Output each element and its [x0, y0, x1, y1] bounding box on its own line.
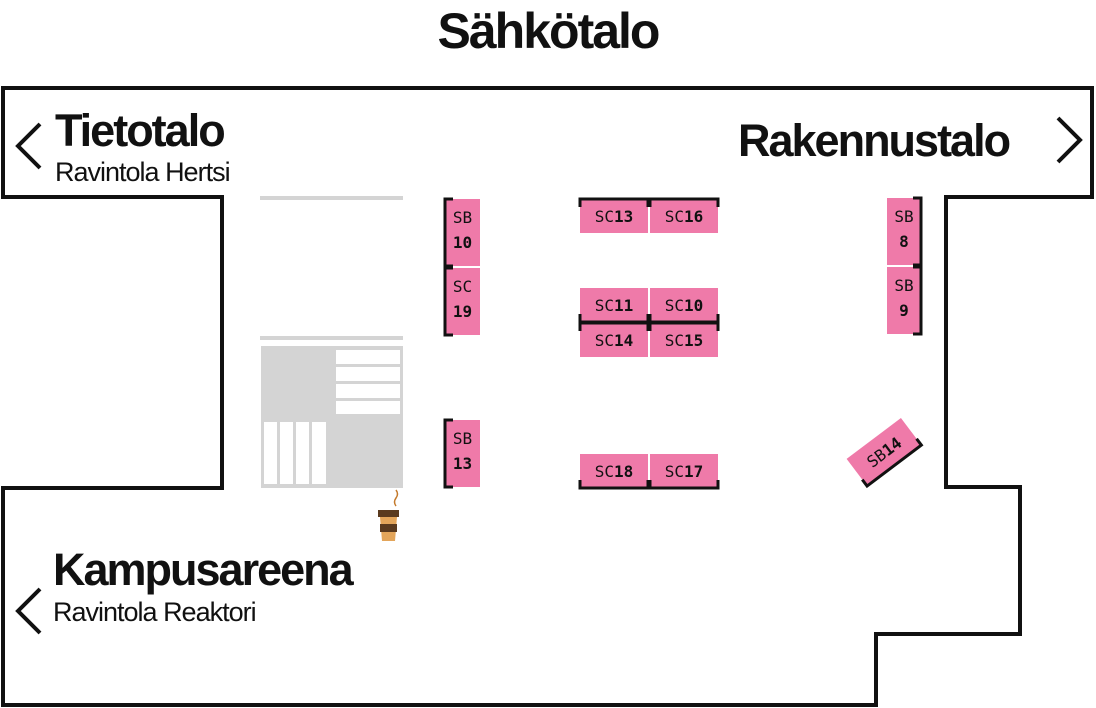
booth-wall	[578, 197, 650, 207]
coffee-cup-icon	[378, 489, 399, 541]
booth-number: 19	[453, 302, 472, 321]
booth-prefix: SC	[665, 296, 684, 315]
building-outline	[1, 86, 1094, 707]
booth-fill	[445, 268, 480, 335]
booth-label: SC16	[665, 207, 704, 226]
booth-number: 16	[684, 207, 703, 226]
booth-number: 14	[614, 331, 633, 350]
booth-sb-10[interactable]: SB 10	[443, 197, 480, 268]
booth-number: 13	[453, 454, 472, 473]
map-title: Sähkötalo	[437, 3, 661, 59]
booth-wall	[443, 266, 453, 337]
booth-fill	[580, 323, 648, 357]
booth-number: 15	[684, 331, 703, 350]
booth-prefix: SB	[894, 276, 913, 295]
booth-wall	[578, 321, 650, 331]
booth-prefix: SB	[453, 208, 472, 227]
rakennustalo-arrow-icon[interactable]	[1056, 116, 1083, 164]
booth-wall	[443, 418, 453, 489]
booth-number: 10	[684, 296, 703, 315]
booth-fill	[580, 288, 648, 322]
booth-prefix: SC	[595, 462, 614, 481]
booth-sc-18[interactable]: SC18	[578, 454, 650, 490]
booth-wall	[443, 197, 453, 268]
booth-fill	[580, 454, 648, 488]
booth-fill	[650, 454, 718, 488]
booth-wall	[861, 437, 924, 489]
booth-label: SC11	[595, 296, 634, 315]
booth-wall	[648, 321, 720, 331]
booth-prefix: SB	[894, 207, 913, 226]
booth-label: SC14	[595, 331, 634, 350]
booth-prefix: SB	[453, 429, 472, 448]
booth-fill	[445, 420, 480, 487]
booth-wall	[578, 480, 650, 490]
booth-wall	[648, 197, 720, 207]
booth-number: 8	[899, 232, 909, 251]
kampusareena-arrow-icon[interactable]	[15, 587, 42, 635]
booth-sb-8[interactable]: SB 8	[887, 196, 923, 267]
booth-sc-15[interactable]: SC15	[648, 321, 720, 357]
booth-label: SC18	[595, 462, 634, 481]
booth-number: 17	[684, 462, 703, 481]
booth-sc-11[interactable]: SC11	[578, 288, 650, 324]
booth-fill	[445, 199, 480, 266]
booth-number: 9	[899, 301, 909, 320]
booth-sc-13[interactable]: SC13	[578, 197, 650, 233]
booth-number: 10	[453, 233, 472, 252]
booth-prefix: SC	[665, 331, 684, 350]
booth-fill	[887, 198, 921, 265]
booth-wall	[648, 480, 720, 490]
booth-sc-17[interactable]: SC17	[648, 454, 720, 490]
booth-fill	[846, 417, 922, 487]
booth-prefix: SC	[453, 277, 472, 296]
booth-fill	[650, 323, 718, 357]
booth-fill	[650, 288, 718, 322]
booth-sb-9[interactable]: SB 9	[887, 265, 923, 336]
kampusareena-label[interactable]: Kampusareena	[53, 544, 354, 595]
booth-number: 11	[614, 296, 633, 315]
kampusareena-sublabel: Ravintola Reaktori	[53, 597, 257, 627]
booth-sc-14[interactable]: SC14	[578, 321, 650, 357]
booth-sc-16[interactable]: SC16	[648, 197, 720, 233]
tietotalo-sublabel: Ravintola Hertsi	[55, 157, 231, 187]
booth-label: SC10	[665, 296, 704, 315]
booth-prefix: SC	[665, 207, 684, 226]
booth-label: SC13	[595, 207, 634, 226]
booth-wall	[913, 265, 923, 336]
booth-prefix: SC	[595, 331, 614, 350]
booth-fill	[887, 267, 921, 334]
rakennustalo-label[interactable]: Rakennustalo	[738, 115, 1011, 166]
booth-prefix: SC	[595, 296, 614, 315]
booth-sc-10[interactable]: SC10	[648, 288, 720, 324]
booth-fill	[580, 199, 648, 233]
booth-number: 18	[614, 462, 633, 481]
booth-wall	[913, 196, 923, 267]
booth-number: 13	[614, 207, 633, 226]
booth-fill	[650, 199, 718, 233]
tietotalo-arrow-icon[interactable]	[15, 122, 42, 170]
furniture	[260, 196, 403, 488]
booth-label: SC17	[665, 462, 704, 481]
booth-prefix: SC	[665, 462, 684, 481]
booth-prefix: SC	[595, 207, 614, 226]
booth-sb-19[interactable]: SC 19	[443, 266, 480, 337]
booth-sb-14[interactable]: SB14	[846, 417, 924, 489]
booth-sb-13[interactable]: SB 13	[443, 418, 480, 489]
tietotalo-label[interactable]: Tietotalo	[55, 105, 226, 156]
booth-label: SC15	[665, 331, 704, 350]
